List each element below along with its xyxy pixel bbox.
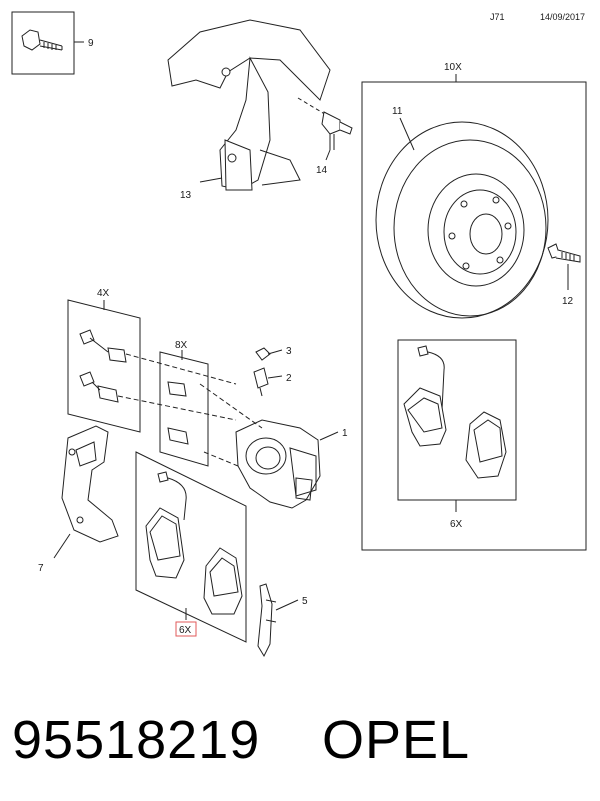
front-pad-set[interactable] (135, 451, 247, 643)
part-1-brake-caliper[interactable] (235, 419, 321, 509)
rear-pad-set[interactable] (397, 339, 517, 501)
part-3-bleed-cap[interactable] (255, 347, 271, 361)
part-7-caliper-carrier[interactable] (61, 425, 119, 543)
callout-12: 12 (562, 296, 574, 307)
qty-pads-front-highlight (175, 621, 197, 637)
part-11-brake-disc[interactable] (375, 121, 549, 319)
callout-7: 7 (38, 563, 44, 574)
brand-name: OPEL (322, 710, 471, 770)
callout-14: 14 (316, 165, 328, 176)
assembly-line (199, 383, 263, 429)
assembly-line (203, 451, 239, 467)
qty-pins: 8X (175, 340, 188, 351)
part-2-bleed-screw[interactable] (253, 367, 269, 397)
exploded-parts-diagram: J71 14/09/2017 9 13 14 10X (11, 11, 587, 658)
part-5-spring-clip[interactable] (257, 583, 277, 658)
qty-disc: 10X (444, 62, 462, 73)
qty-pads-rear: 6X (450, 519, 463, 530)
page-code: J71 (490, 12, 505, 22)
diagram-date: 14/09/2017 (540, 12, 585, 22)
disc-group-frame (361, 81, 587, 551)
qty-bolts: 4X (97, 288, 110, 299)
part-13-splash-shield[interactable] (167, 19, 331, 191)
part-12-wheel-stud[interactable] (547, 243, 581, 263)
qty-pads-front: 6X (179, 625, 192, 636)
callout-1: 1 (342, 428, 348, 439)
part-number: 95518219 (12, 710, 261, 770)
callout-13: 13 (180, 190, 192, 201)
guide-bolt-kit[interactable] (67, 299, 141, 433)
callout-5: 5 (302, 596, 308, 607)
callout-11: 11 (392, 106, 403, 117)
callout-9: 9 (88, 38, 94, 49)
part-14-bolt[interactable] (297, 97, 353, 150)
callout-2: 2 (286, 373, 292, 384)
guide-pin-kit[interactable] (117, 351, 237, 467)
callout-3: 3 (286, 346, 292, 357)
part-9-bolt[interactable] (11, 11, 75, 75)
